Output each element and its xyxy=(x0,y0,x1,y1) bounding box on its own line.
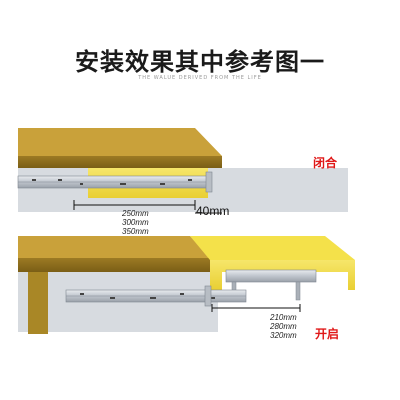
open-length-3: 320mm xyxy=(270,331,297,340)
page-title: 安装效果其中参考图一 xyxy=(75,48,325,76)
closed-table-edge xyxy=(18,156,222,168)
open-board-bracket xyxy=(225,269,317,283)
open-length-2: 280mm xyxy=(270,322,297,331)
closed-rail-stop xyxy=(205,171,213,193)
closed-state-label: 闭合 xyxy=(313,156,338,170)
open-table-leg xyxy=(28,272,48,334)
closed-length-2: 300mm xyxy=(122,218,149,227)
closed-scene xyxy=(17,128,348,214)
extension-label: 40mm xyxy=(196,204,230,218)
closed-length-3: 350mm xyxy=(122,227,149,236)
closed-rail-holes xyxy=(32,179,192,185)
open-yellow-board-side xyxy=(210,260,355,290)
closed-length-1: 250mm xyxy=(122,209,149,218)
open-table-top xyxy=(18,236,210,258)
open-yellow-board-top xyxy=(190,236,355,260)
closed-table-top xyxy=(18,128,222,156)
open-scene xyxy=(18,236,355,334)
open-rail-holes xyxy=(80,293,215,299)
page-subtitle: THE WALUE DERIVED FROM THE LIFE xyxy=(138,75,262,81)
open-state-label: 开启 xyxy=(315,327,340,341)
open-length-1: 210mm xyxy=(270,313,297,322)
open-table-edge xyxy=(18,258,210,272)
